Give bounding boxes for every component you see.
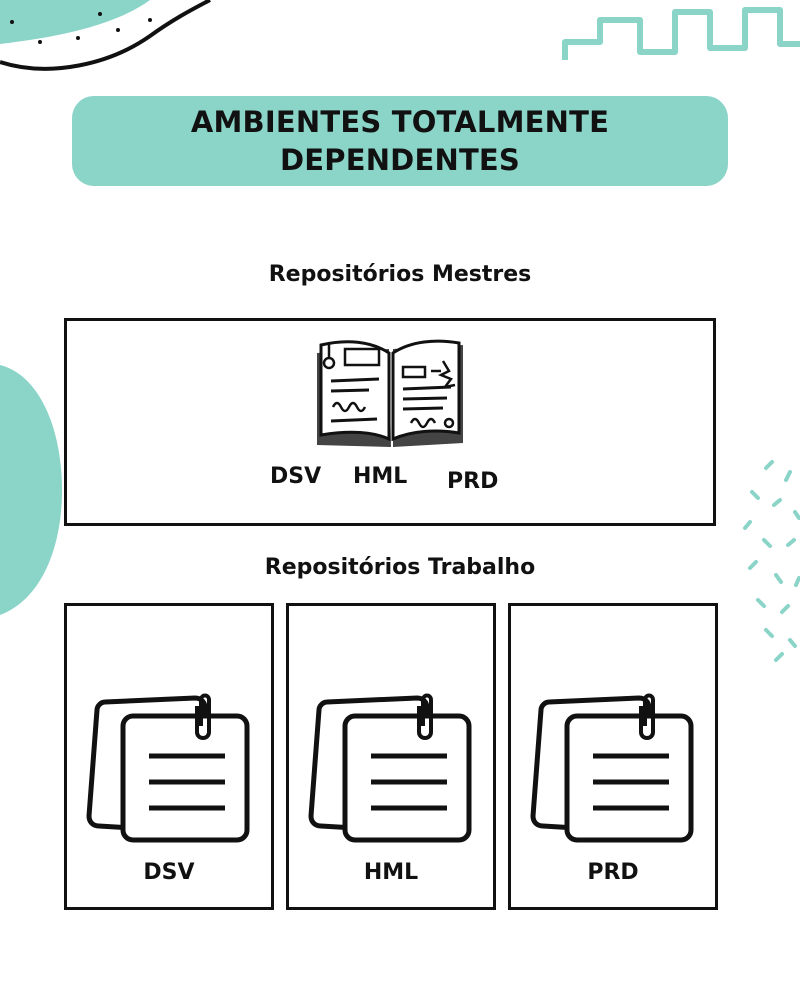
work-box-hml: HML: [286, 603, 496, 910]
work-box-prd: PRD: [508, 603, 718, 910]
work-box-dsv: DSV: [64, 603, 274, 910]
master-label-dsv: DSV: [270, 464, 322, 489]
top-left-dots: [10, 12, 152, 44]
title-line-1: AMBIENTES TOTALMENTE: [190, 105, 610, 139]
sticky-notes-icon: [86, 693, 250, 843]
sticky-notes-icon: [530, 693, 694, 843]
top-right-zigzag: [562, 7, 800, 60]
master-heading: Repositórios Mestres: [268, 262, 532, 287]
title-banner: AMBIENTES TOTALMENTE DEPENDENTES: [72, 96, 728, 186]
sticky-notes-icon: [308, 693, 472, 843]
open-book-icon: [317, 339, 463, 447]
master-label-prd: PRD: [447, 469, 499, 494]
work-label-prd: PRD: [587, 860, 639, 885]
master-label-hml: HML: [353, 464, 408, 489]
left-half-circle: [0, 365, 62, 615]
work-label-hml: HML: [363, 860, 419, 885]
work-label-dsv: DSV: [143, 860, 195, 885]
right-confetti: [743, 460, 800, 662]
top-left-wave-line: [0, 0, 211, 71]
top-left-blob: [0, 0, 150, 44]
master-repositories-box: DSV HML PRD: [64, 318, 716, 526]
work-heading: Repositórios Trabalho: [264, 555, 536, 580]
title-line-2: DEPENDENTES: [279, 143, 521, 177]
